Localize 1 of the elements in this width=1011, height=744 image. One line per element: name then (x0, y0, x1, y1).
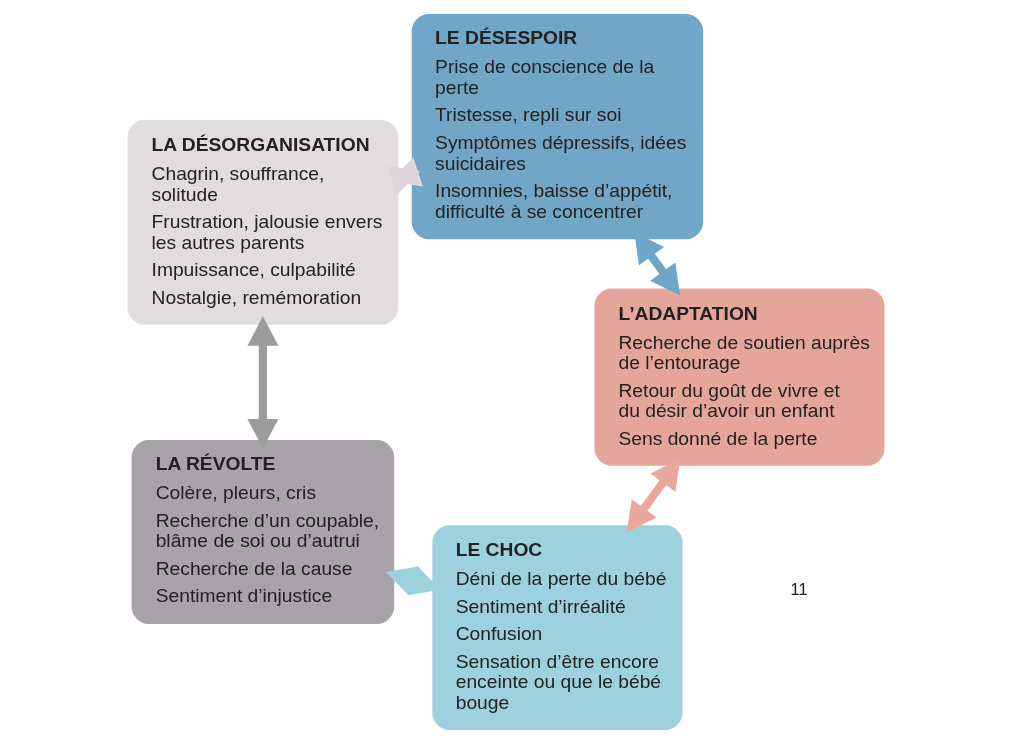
label: 11 (790, 579, 808, 598)
